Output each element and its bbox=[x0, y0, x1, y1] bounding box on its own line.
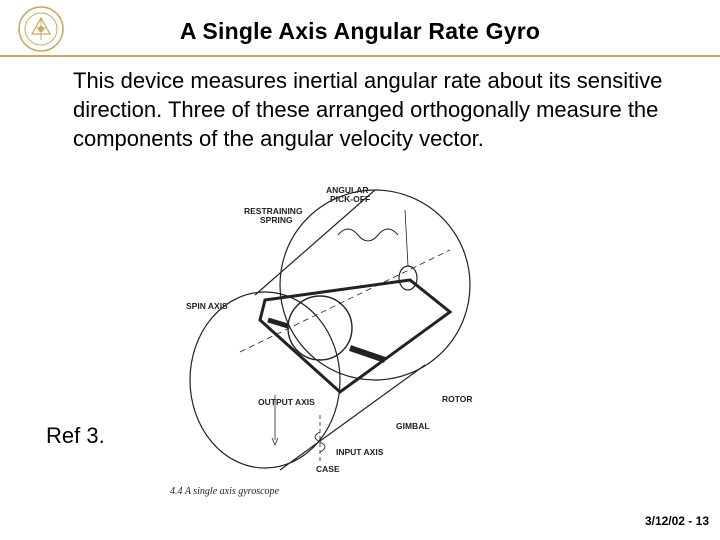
reference-label: Ref 3. bbox=[46, 423, 105, 448]
university-seal-icon bbox=[18, 6, 64, 52]
label-output-axis: OUTPUT AXIS bbox=[258, 397, 315, 407]
label-restraining: RESTRAINING bbox=[244, 206, 303, 216]
label-input-axis: INPUT AXIS bbox=[336, 447, 384, 457]
angular-pickoff bbox=[398, 265, 418, 291]
label-spring: SPRING bbox=[260, 215, 293, 225]
label-case: CASE bbox=[316, 464, 340, 474]
rotor-disc bbox=[287, 295, 353, 361]
slide-footer-date: 3/12/02 - 13 bbox=[644, 514, 709, 528]
label-spin-axis: SPIN AXIS bbox=[186, 301, 228, 311]
case-front-ellipse bbox=[189, 291, 341, 469]
title-divider bbox=[0, 55, 720, 57]
label-rotor: ROTOR bbox=[442, 394, 473, 404]
label-pickoff: PICK-OFF bbox=[330, 194, 370, 204]
gyroscope-diagram: ANGULAR PICK-OFF RESTRAINING SPRING SPIN… bbox=[170, 185, 473, 497]
label-gimbal: GIMBAL bbox=[396, 421, 430, 431]
slide-body-text: This device measures inertial angular ra… bbox=[73, 68, 663, 151]
gimbal-frame bbox=[258, 278, 453, 394]
restraining-spring bbox=[337, 228, 399, 242]
label-angular: ANGULAR bbox=[326, 185, 369, 195]
figure-caption: 4.4 A single axis gyroscope bbox=[170, 486, 280, 497]
slide-title: A Single Axis Angular Rate Gyro bbox=[179, 18, 541, 44]
